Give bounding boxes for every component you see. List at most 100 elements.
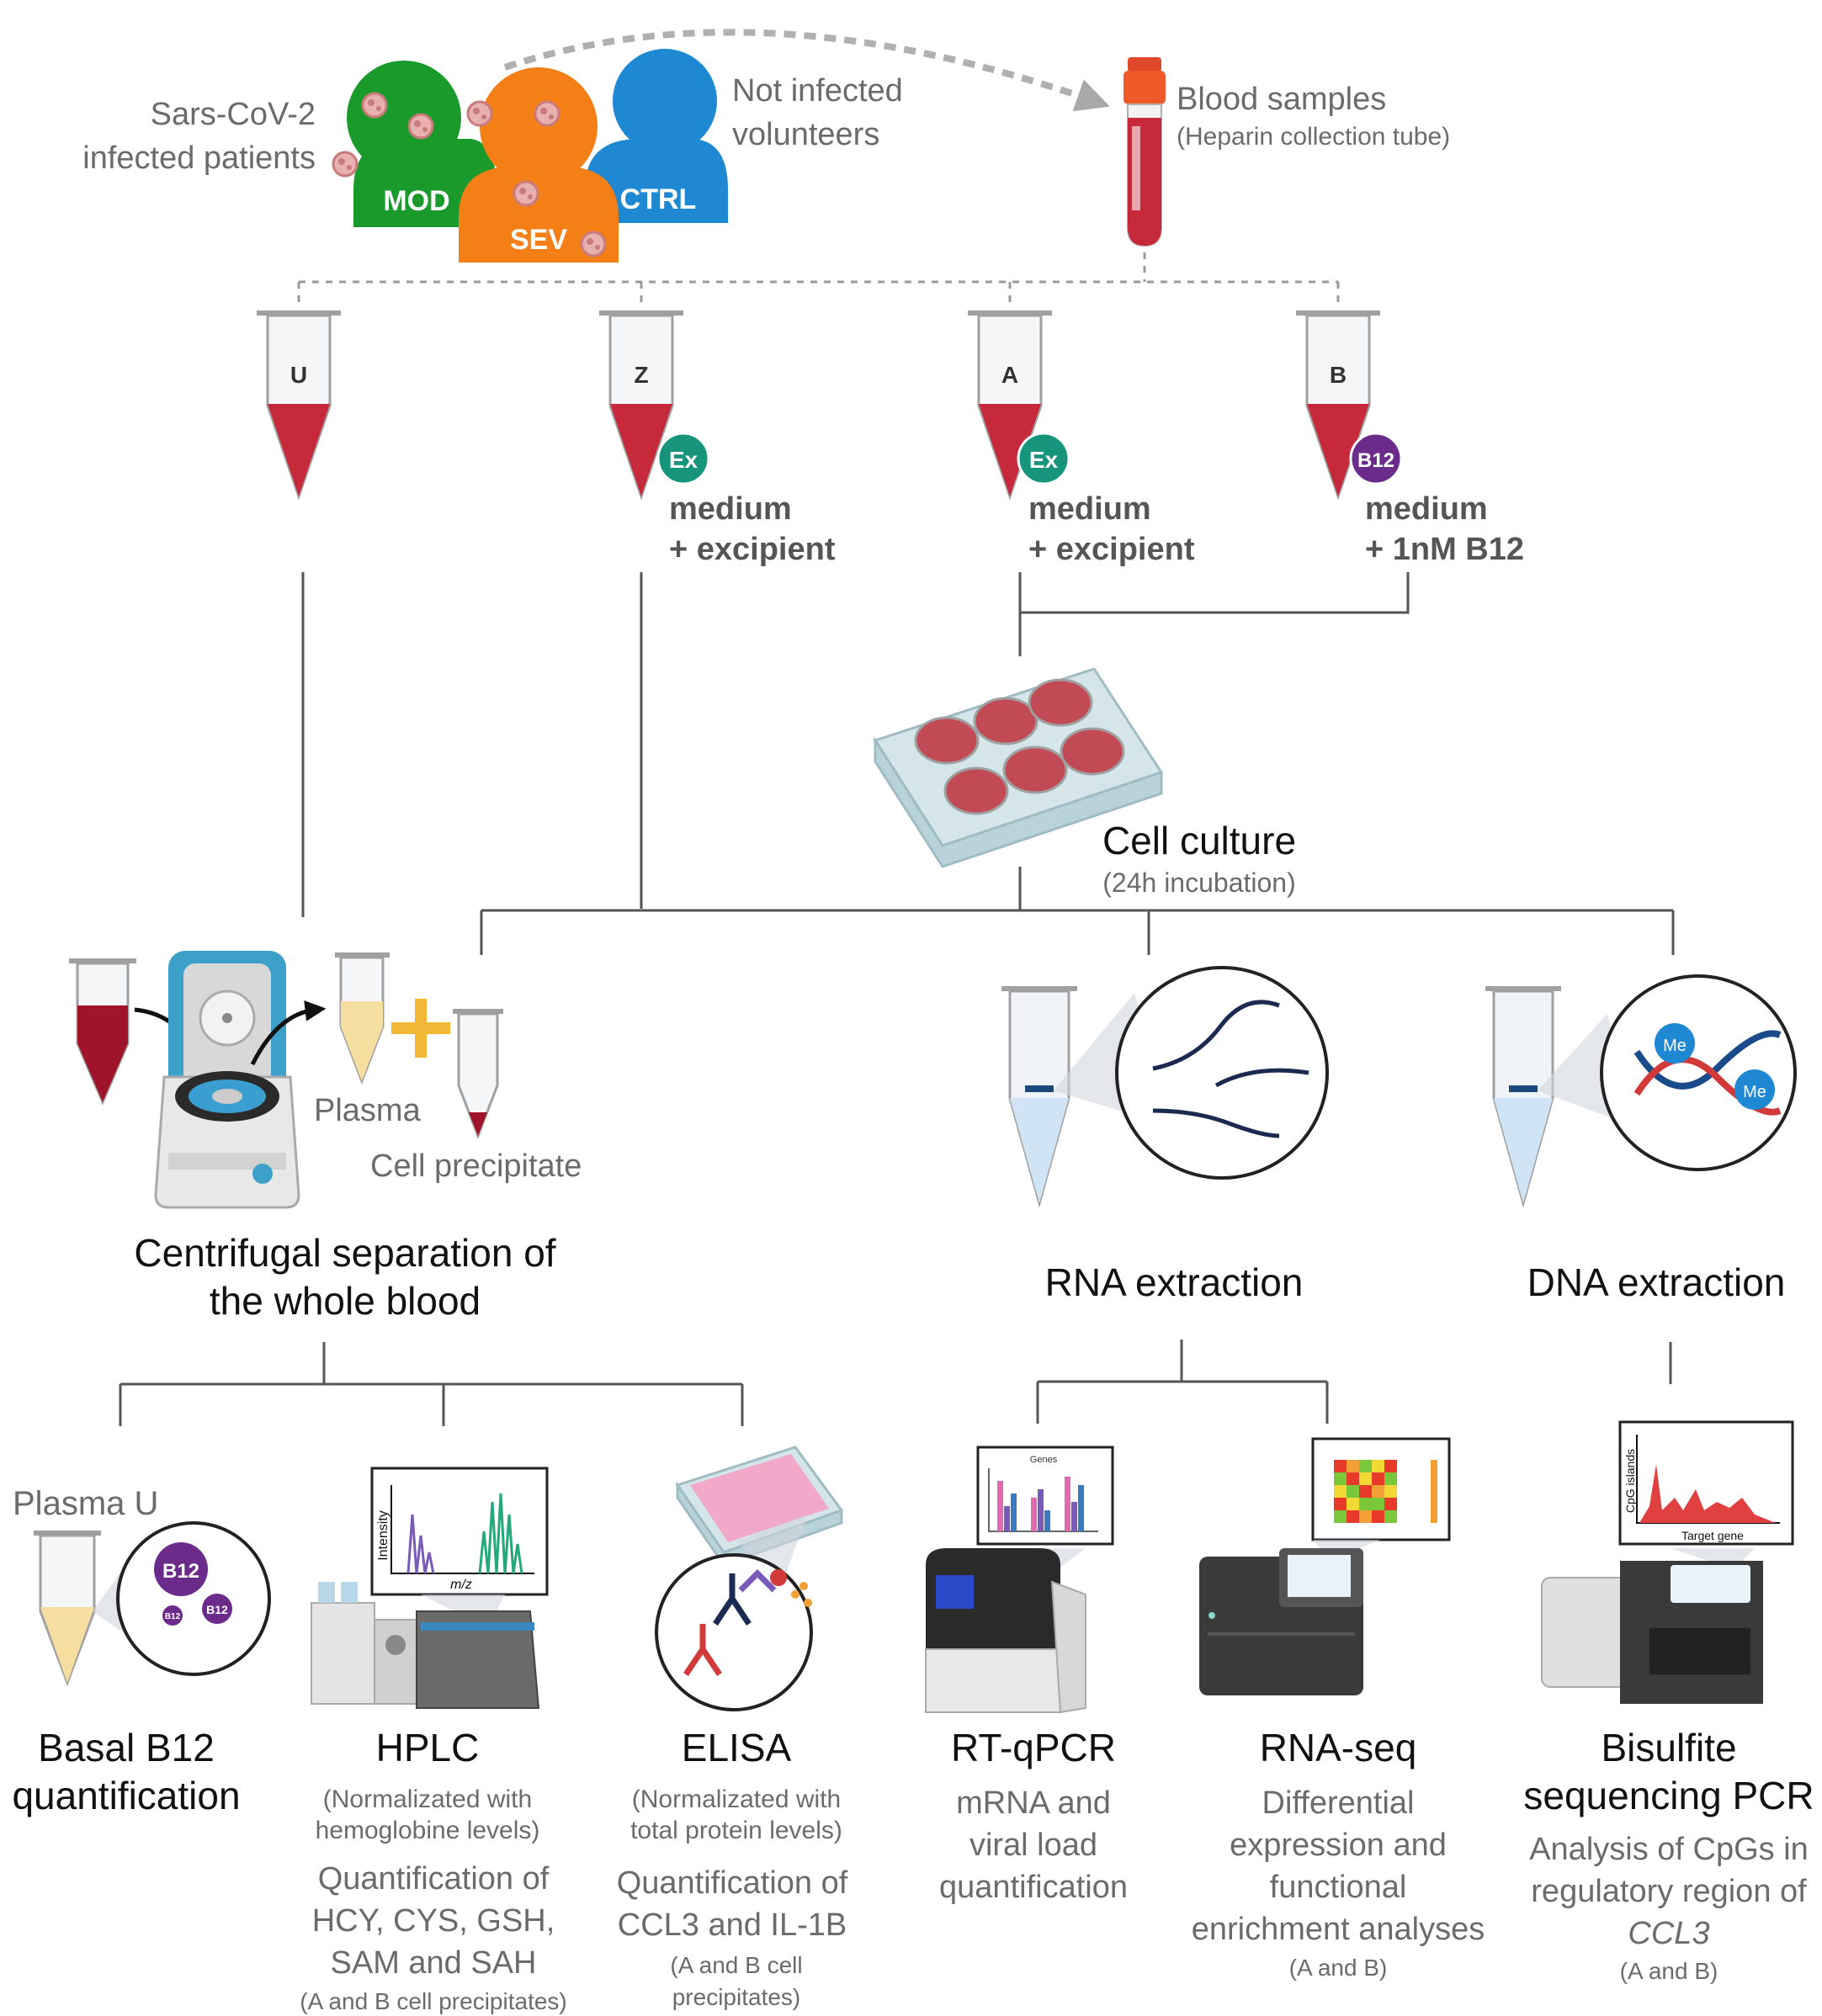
rnaseq-instrument-icon <box>1199 1548 1363 1695</box>
mod-label: MOD <box>383 185 449 217</box>
hplc-title: HPLC <box>376 1726 480 1769</box>
sev-person-icon: SEV <box>459 67 619 263</box>
plus-icon <box>391 999 450 1058</box>
blood-samples-title: Blood samples <box>1177 82 1386 117</box>
me-badge-2: Me <box>1743 1083 1766 1101</box>
tube-z-letter: Z <box>634 362 648 388</box>
hplc-instrument-icon <box>311 1582 540 1709</box>
rna-strands-icon <box>1115 966 1329 1180</box>
separation-title-line1: Centrifugal separation of <box>134 1231 555 1275</box>
tube-a-line2: + excipient <box>1028 532 1195 567</box>
rna-extraction-title: RNA extraction <box>1045 1260 1304 1304</box>
tube-a-badge: Ex <box>1029 447 1059 473</box>
rnaseq-heatmap <box>1311 1437 1451 1541</box>
ctrl-person-icon: CTRL <box>585 49 728 223</box>
not-infected-line1: Not infected <box>732 73 903 109</box>
plasma-tube-icon <box>335 952 390 1085</box>
tube-u-letter: U <box>290 362 307 388</box>
rtqpcr-desc3: quantification <box>939 1870 1128 1905</box>
sev-label: SEV <box>510 224 567 256</box>
tube-u: U <box>257 310 341 501</box>
tube-b-line2: + 1nM B12 <box>1365 532 1524 567</box>
b12-badge-icon <box>1349 432 1403 485</box>
whole-blood-tube-icon <box>69 958 136 1106</box>
arrow-out-of-centrifuge <box>250 1000 327 1066</box>
blood-samples-sub: (Heparin collection tube) <box>1177 123 1450 151</box>
qpcr-plot: Genes <box>976 1446 1114 1546</box>
qpcr-plot-title: Genes <box>1030 1455 1058 1465</box>
hplc-y-label: Intensity <box>376 1510 390 1561</box>
elisa-note1: (A and B cell <box>670 1952 802 1978</box>
plasma-label: Plasma <box>314 1093 422 1128</box>
b12-small: B12 <box>165 1612 181 1621</box>
elisa-zoom-cone <box>736 1515 808 1582</box>
not-infected-label: Not infected volunteers <box>732 73 903 152</box>
rnaseq-desc1: Differential <box>1262 1785 1415 1821</box>
centrifuge-icon <box>154 951 300 1209</box>
hplc-norm2: hemoglobine levels) <box>316 1817 540 1844</box>
infected-label-line1: Sars-CoV-2 <box>151 97 316 132</box>
tube-z: Z Ex <box>599 310 710 501</box>
blood-collection-tube-icon <box>1123 57 1166 247</box>
precipitate-tube-icon <box>453 1009 503 1140</box>
rnaseq-desc4: enrichment analyses <box>1192 1912 1485 1947</box>
bisulfite-title-line1: Bisulfite <box>1601 1726 1736 1769</box>
dna-methylation-icon: Me Me <box>1600 974 1797 1171</box>
plasma-u-tube-icon <box>34 1531 101 1687</box>
not-infected-line2: volunteers <box>732 117 879 152</box>
infected-patients-label: Sars-CoV-2 infected patients <box>82 97 316 176</box>
sample-split-connector <box>297 252 1340 307</box>
bisulfite-desc2: regulatory region of <box>1531 1874 1807 1909</box>
basal-title-line2: quantification <box>12 1774 240 1817</box>
rnaseq-note: (A and B) <box>1289 1955 1388 1981</box>
b12-medium: B12 <box>206 1603 228 1616</box>
rtqpcr-desc1: mRNA and <box>956 1785 1111 1821</box>
excipient-badge-icon <box>1017 432 1070 485</box>
tube-b: B B12 <box>1296 310 1403 501</box>
bisulfite-y-label: CpG islands <box>1623 1449 1637 1513</box>
excipient-badge-icon <box>656 432 710 485</box>
infected-label-line2: infected patients <box>82 141 316 176</box>
dna-tube-icon <box>1485 986 1561 1208</box>
rtqpcr-desc2: viral load <box>969 1828 1097 1863</box>
cell-culture-title: Cell culture <box>1102 819 1296 862</box>
bisulfite-instrument-icon <box>1541 1561 1763 1704</box>
cell-precipitate-label: Cell precipitate <box>370 1149 582 1184</box>
rtqpcr-title: RT-qPCR <box>951 1726 1116 1769</box>
tube-b-badge: B12 <box>1357 449 1394 472</box>
tube-z-line1: medium <box>669 491 792 527</box>
b12-molecules-icon: B12 B12 B12 <box>116 1521 271 1676</box>
hplc-note: (A and B cell precipitates) <box>300 1988 567 2014</box>
hplc-desc1: Quantification of <box>318 1861 550 1897</box>
elisa-norm2: total protein levels) <box>630 1817 842 1844</box>
b12-large: B12 <box>162 1560 199 1583</box>
hplc-norm1: (Normalizated with <box>323 1785 532 1813</box>
elisa-note2: precipitates) <box>672 1984 801 2010</box>
tube-b-line1: medium <box>1365 491 1488 527</box>
elisa-desc2: CCL3 and IL-1B <box>618 1907 847 1943</box>
dna-extraction-title: DNA extraction <box>1527 1260 1786 1304</box>
rna-tube-icon <box>1001 986 1077 1208</box>
hplc-desc3: SAM and SAH <box>331 1945 537 1981</box>
rnaseq-desc2: expression and <box>1230 1828 1447 1863</box>
bisulfite-title-line2: sequencing PCR <box>1523 1774 1814 1817</box>
qpcr-instrument-icon <box>925 1548 1086 1714</box>
cell-culture-sub: (24h incubation) <box>1102 867 1295 898</box>
elisa-desc1: Quantification of <box>617 1865 848 1901</box>
cell-culture-plate-icon <box>873 667 1164 868</box>
tube-b-letter: B <box>1330 362 1347 388</box>
flow-connectors <box>119 572 1675 1426</box>
hplc-x-label: m/z <box>450 1578 472 1592</box>
rnaseq-desc3: functional <box>1270 1870 1407 1905</box>
elisa-title: ELISA <box>682 1726 792 1769</box>
bisulfite-desc3: CCL3 <box>1628 1916 1709 1951</box>
hplc-desc2: HCY, CYS, GSH, <box>312 1903 555 1939</box>
plasma-u-label: Plasma U <box>13 1485 158 1522</box>
tube-a-letter: A <box>1001 362 1018 388</box>
bisulfite-plot: CpG islands Target gene <box>1618 1420 1794 1546</box>
tube-a: A Ex <box>968 310 1070 501</box>
me-badge-1: Me <box>1663 1037 1687 1055</box>
bisulfite-desc1: Analysis of CpGs in <box>1529 1832 1809 1867</box>
tube-z-badge: Ex <box>669 447 699 473</box>
